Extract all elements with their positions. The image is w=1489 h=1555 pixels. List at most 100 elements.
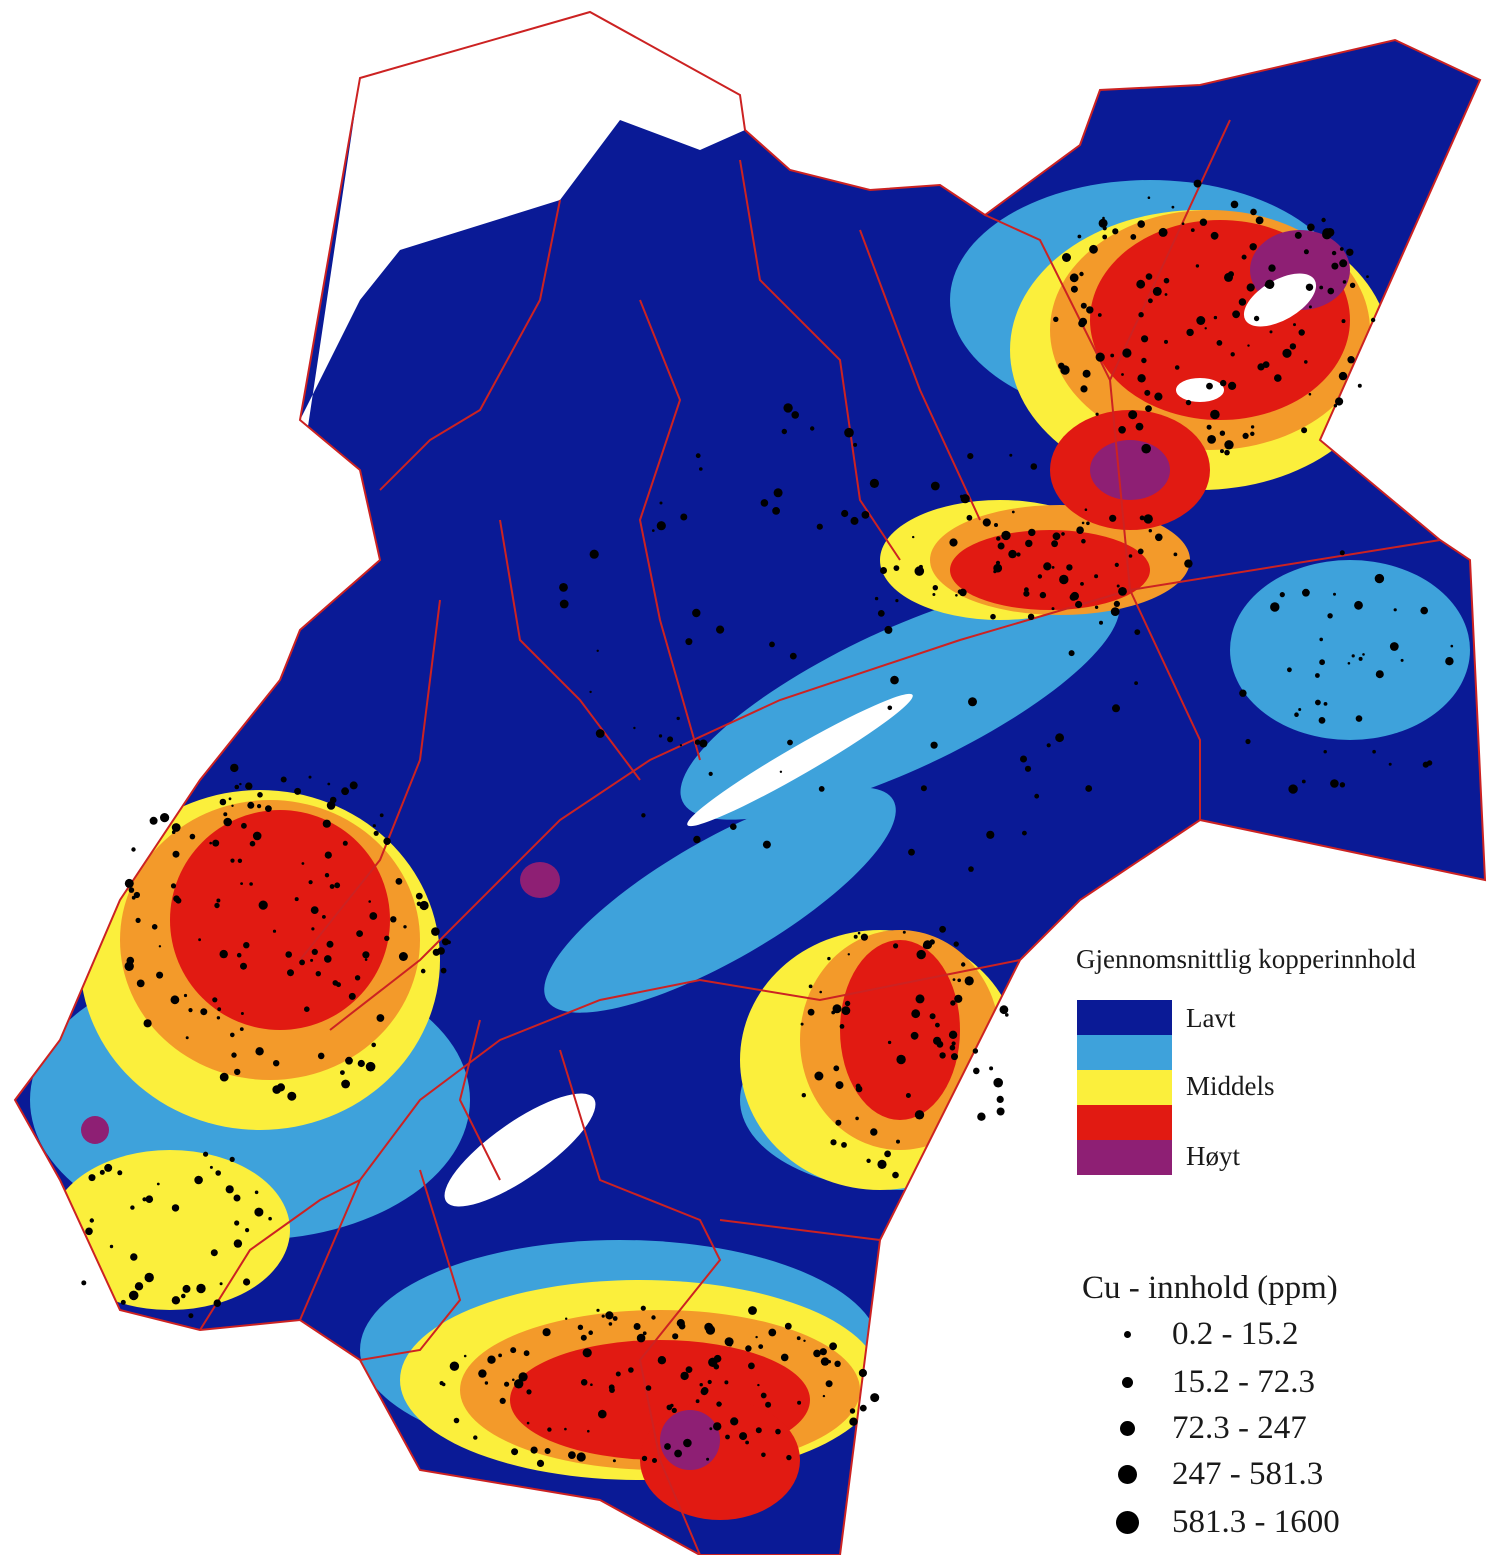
sample-point: [1426, 760, 1433, 766]
cu-range-row: 0.2 - 15.2: [1110, 1312, 1299, 1356]
sample-point: [576, 1452, 586, 1462]
sample-point: [1116, 584, 1120, 588]
sample-point: [1245, 738, 1251, 745]
sample-point: [589, 549, 599, 559]
sample-points: [81, 179, 1454, 1467]
sample-point: [1185, 399, 1192, 406]
sample-point: [449, 1361, 460, 1371]
sample-point: [239, 782, 242, 786]
sample-point: [699, 467, 703, 471]
sample-point: [415, 892, 423, 900]
sample-point: [652, 1458, 657, 1463]
sample-point: [695, 1399, 700, 1404]
sample-point: [142, 1197, 147, 1202]
sample-point: [228, 797, 232, 801]
sample-point: [272, 929, 277, 933]
sample-point: [1335, 397, 1344, 406]
sample-point: [419, 900, 429, 911]
sample-point: [1084, 508, 1088, 512]
sample-point: [708, 1357, 718, 1368]
sample-point: [1114, 562, 1119, 568]
sample-point: [131, 895, 136, 900]
sample-point: [1112, 228, 1119, 235]
sample-point: [700, 1388, 708, 1396]
municipal-boundaries: [13, 10, 1487, 1555]
sample-point: [996, 1107, 1005, 1116]
sample-point: [772, 507, 780, 515]
sample-point: [547, 1427, 552, 1432]
sample-point: [1138, 312, 1144, 318]
sample-point: [131, 847, 136, 852]
sample-point: [858, 1368, 868, 1378]
sample-point: [895, 599, 899, 603]
sample-point: [233, 1239, 243, 1248]
sample-point: [874, 596, 879, 601]
sample-point: [484, 1381, 489, 1385]
sample-point: [1393, 608, 1397, 612]
sample-point: [287, 969, 294, 977]
sample-point: [308, 880, 313, 885]
sample-point: [973, 1067, 980, 1075]
sample-point: [1009, 453, 1013, 457]
sample-point: [273, 1060, 280, 1067]
sample-point: [755, 1427, 762, 1434]
sample-point: [1420, 606, 1428, 615]
sample-point: [1255, 216, 1264, 225]
sample-point: [356, 930, 363, 937]
sample-point: [1163, 277, 1170, 284]
sample-point: [810, 426, 815, 431]
sample-point: [1282, 348, 1292, 358]
sample-point: [170, 883, 177, 889]
sample-point: [866, 1158, 871, 1164]
sample-point: [1206, 424, 1212, 430]
sample-point: [1341, 319, 1346, 324]
sample-point: [504, 1381, 510, 1387]
sample-point: [181, 1293, 186, 1299]
sample-point: [902, 930, 906, 934]
sample-point: [791, 411, 799, 419]
sample-point: [287, 1091, 297, 1101]
sample-point: [877, 1159, 887, 1169]
sample-point: [642, 1331, 647, 1336]
sample-point: [709, 1427, 713, 1431]
sample-point: [1305, 283, 1314, 291]
sample-point: [1016, 552, 1021, 557]
sample-point: [1230, 200, 1239, 209]
sample-point: [1173, 552, 1178, 557]
sample-point: [820, 1357, 830, 1366]
sample-point: [787, 739, 793, 746]
sample-point: [498, 1353, 502, 1358]
sample-point: [835, 1081, 844, 1090]
sample-point: [348, 992, 356, 1000]
sample-point: [1294, 231, 1302, 239]
sample-point: [1302, 588, 1310, 597]
sample-point: [994, 523, 998, 527]
sample-point: [685, 638, 693, 646]
sample-point: [1058, 362, 1065, 369]
sample-point: [1228, 381, 1237, 390]
sample-point: [1304, 360, 1308, 364]
sample-point: [1034, 793, 1040, 799]
sample-point: [999, 1005, 1009, 1015]
sample-point: [1164, 293, 1168, 296]
sample-point: [478, 1369, 487, 1378]
sample-point: [1118, 587, 1127, 596]
sample-point: [853, 442, 858, 447]
sample-point: [130, 1205, 135, 1210]
sample-point: [1362, 653, 1365, 656]
sample-point: [371, 1042, 377, 1048]
sample-point: [841, 1142, 847, 1148]
sample-point: [1268, 264, 1276, 272]
sample-point: [1321, 217, 1326, 223]
sample-point: [667, 736, 674, 743]
sample-point: [997, 542, 1005, 550]
sample-point: [896, 1139, 900, 1144]
sample-point: [1069, 593, 1078, 601]
sample-point: [1330, 779, 1339, 788]
sample-point: [966, 514, 973, 521]
sample-point: [849, 1417, 858, 1426]
sample-point: [841, 509, 849, 518]
sample-point: [1005, 1013, 1009, 1017]
sample-point: [1319, 659, 1325, 666]
sample-point: [748, 1362, 755, 1370]
